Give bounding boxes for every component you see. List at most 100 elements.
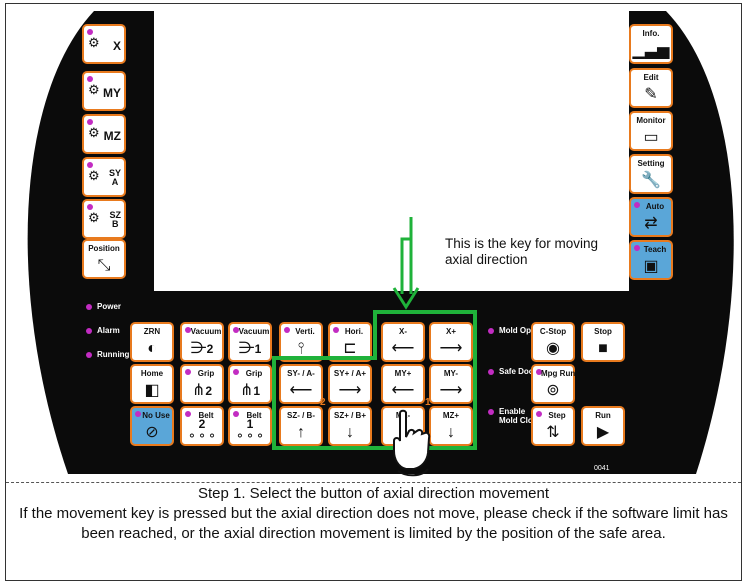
vacuum-2-key[interactable]: Vacuum ⋺2 xyxy=(180,322,224,362)
handwheel-run-icon: ⊚ xyxy=(546,382,560,399)
handwheel-icon: ⚙ xyxy=(88,210,100,225)
axes-icon: ⤡ xyxy=(97,257,111,274)
caption-title: Step 1. Select the button of axial direc… xyxy=(197,485,550,502)
gripper-icon: ⋔1 xyxy=(239,382,261,399)
play-icon: ▶ xyxy=(596,424,610,441)
teach-key[interactable]: Teach ▣ xyxy=(629,240,673,280)
key-label: Hori. xyxy=(344,327,364,336)
key-label: MY- xyxy=(443,369,459,378)
key-label: Belt xyxy=(198,411,214,420)
key-label: Auto xyxy=(645,202,665,211)
key-label: MY+ xyxy=(394,369,412,378)
vacuum-icon: ⋺1 xyxy=(238,340,262,357)
c-stop-key[interactable]: C-Stop ◉ xyxy=(531,322,575,362)
key-label: X- xyxy=(399,327,407,336)
setting-key[interactable]: Setting 🔧 xyxy=(629,154,673,194)
belt-2-key[interactable]: Belt 2⚬⚬⚬ xyxy=(180,406,224,446)
key-label: SY+ / A+ xyxy=(333,369,367,378)
stop-icon: ■ xyxy=(598,340,608,357)
x-minus-key[interactable]: X- ⟵ xyxy=(381,322,425,362)
led xyxy=(536,369,542,375)
key-label: X xyxy=(112,39,121,53)
x-plus-key[interactable]: X+ ⟶ xyxy=(429,322,473,362)
led xyxy=(284,327,290,333)
led xyxy=(233,411,239,417)
jog-x-key[interactable]: ⚙ X xyxy=(82,24,126,64)
group-label-1: 1 xyxy=(425,397,431,408)
jog-mz-key[interactable]: ⚙ MZ xyxy=(82,114,126,154)
led xyxy=(634,245,640,251)
mpg-run-key[interactable]: Mpg Run ⊚ xyxy=(531,364,575,404)
stop-key[interactable]: Stop ■ xyxy=(581,322,625,362)
key-label: Teach xyxy=(643,245,667,254)
led xyxy=(135,411,141,417)
my-minus-key[interactable]: MY- ⟶ xyxy=(429,364,473,404)
mz-plus-key[interactable]: MZ+ ↓ xyxy=(429,406,473,446)
sz-minus-b-minus-key[interactable]: SZ- / B- ↑ xyxy=(279,406,323,446)
arrow-up-icon: ↑ xyxy=(297,424,305,441)
key-label: Verti. xyxy=(295,327,315,336)
jog-sy-a-key[interactable]: ⚙ SY A xyxy=(82,157,126,197)
key-label: Vacuum xyxy=(238,327,270,336)
key-label: SY A xyxy=(108,168,121,187)
belt-1-key[interactable]: Belt 1⚬⚬⚬ xyxy=(228,406,272,446)
caption-body: If the movement key is pressed but the a… xyxy=(19,505,728,542)
annotation-text: This is the key for moving axial directi… xyxy=(445,236,599,267)
led xyxy=(87,204,93,210)
caption-divider xyxy=(6,482,741,483)
led xyxy=(333,327,339,333)
key-label: Grip xyxy=(197,369,215,378)
vacuum-icon: ⋺2 xyxy=(190,340,214,357)
edit-gear-icon: ✎ xyxy=(644,86,658,103)
vacuum-1-key[interactable]: Vacuum ⋺1 xyxy=(228,322,272,362)
key-label: MY xyxy=(103,86,121,100)
jog-my-key[interactable]: ⚙ MY xyxy=(82,71,126,111)
monitor-key[interactable]: Monitor ▭ xyxy=(629,111,673,151)
no-use-key[interactable]: No Use ⊘ xyxy=(130,406,174,446)
key-label: SY- / A- xyxy=(287,369,315,378)
arrow-right-icon: ⟶ xyxy=(439,382,463,399)
home-key[interactable]: Home ◧ xyxy=(130,364,174,404)
highlight-overlay xyxy=(272,217,477,450)
jog-sz-b-key[interactable]: ⚙ SZ B xyxy=(82,199,126,239)
gripper-icon: ⋔2 xyxy=(191,382,213,399)
safe-door-indicator: Safe Door xyxy=(488,367,537,376)
led xyxy=(87,119,93,125)
key-label: C-Stop xyxy=(539,327,567,336)
vertical-key[interactable]: Verti. ⫯ xyxy=(279,322,323,362)
edit-key[interactable]: Edit ✎ xyxy=(629,68,673,108)
grip-2-key[interactable]: Grip ⋔2 xyxy=(180,364,224,404)
arrow-down-icon: ↓ xyxy=(346,424,354,441)
zrn-key[interactable]: ZRN ◐ xyxy=(130,322,174,362)
horizontal-key[interactable]: Hori. ⊏ xyxy=(328,322,372,362)
disabled-icon: ⊘ xyxy=(145,424,159,441)
run-key[interactable]: Run ▶ xyxy=(581,406,625,446)
arrow-right-icon: ⟶ xyxy=(439,340,463,357)
info-key[interactable]: Info. ▁▃▅ xyxy=(629,24,673,64)
running-indicator: Running xyxy=(86,350,129,359)
power-indicator: Power xyxy=(86,302,121,311)
sy-minus-a-minus-key[interactable]: SY- / A- ⟵ xyxy=(279,364,323,404)
led xyxy=(185,411,191,417)
position-key[interactable]: Position ⤡ xyxy=(82,239,126,279)
sy-plus-a-plus-key[interactable]: SY+ / A+ ⟶ xyxy=(328,364,372,404)
grip-1-key[interactable]: Grip ⋔1 xyxy=(228,364,272,404)
led xyxy=(185,327,191,333)
key-label: ZRN xyxy=(143,327,161,336)
arrow-down-icon: ↓ xyxy=(447,424,455,441)
belt-icon: 2⚬⚬⚬ xyxy=(186,417,218,443)
my-plus-key[interactable]: MY+ ⟵ xyxy=(381,364,425,404)
arrow-left-icon: ⟵ xyxy=(289,382,313,399)
step-key[interactable]: Step ⇅ xyxy=(531,406,575,446)
key-label: Vacuum xyxy=(190,327,222,336)
sz-plus-b-plus-key[interactable]: SZ+ / B+ ↓ xyxy=(328,406,372,446)
key-label: Mpg Run xyxy=(541,369,576,378)
auto-key[interactable]: Auto ⇄ xyxy=(629,197,673,237)
key-label: Info. xyxy=(642,29,660,38)
led xyxy=(233,369,239,375)
panel-code: 0041 xyxy=(594,465,610,472)
led xyxy=(87,29,93,35)
key-label: SZ+ / B+ xyxy=(333,411,366,420)
handwheel-icon: ⚙ xyxy=(88,125,100,140)
cycle-stop-icon: ◉ xyxy=(546,340,560,357)
